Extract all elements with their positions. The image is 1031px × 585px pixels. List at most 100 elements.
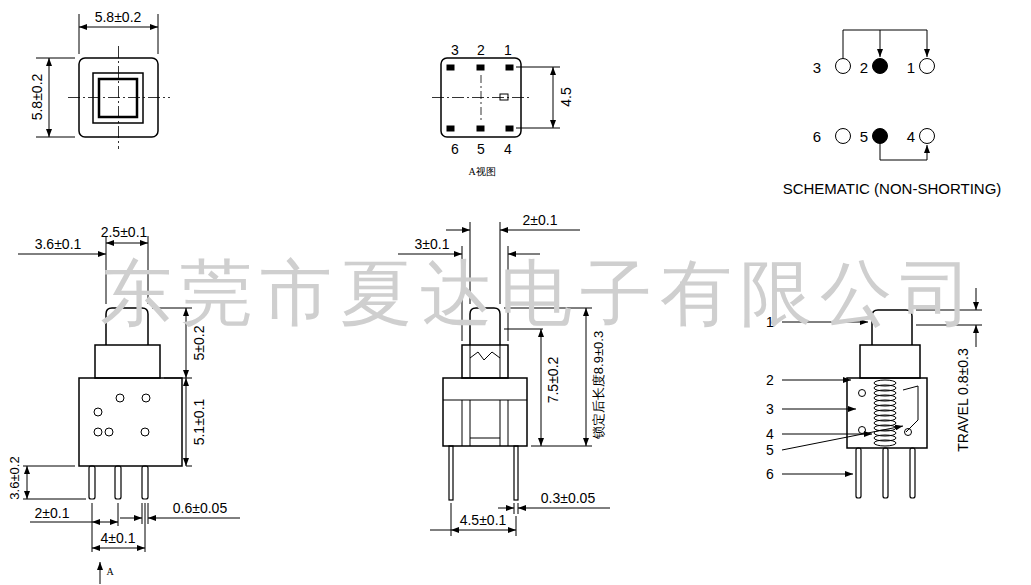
pin-number: 6 bbox=[451, 142, 459, 156]
dimension-lines-part bbox=[142, 503, 143, 524]
dimension-lines-part bbox=[36, 137, 75, 138]
dimension-lines-part bbox=[398, 254, 462, 255]
dimension-lines-part bbox=[164, 378, 192, 379]
pin-number: 1 bbox=[504, 43, 512, 57]
bottom-view-part bbox=[477, 65, 484, 70]
bottom-view bbox=[432, 58, 560, 137]
callout-number: 3 bbox=[766, 402, 774, 416]
dimension-lines-part bbox=[27, 466, 28, 499]
dimension-lines-part bbox=[92, 503, 93, 552]
top-view-part bbox=[93, 73, 143, 123]
bottom-view-part bbox=[500, 94, 508, 100]
dimension-lines-part bbox=[92, 522, 118, 523]
dimension-lines-part bbox=[145, 503, 146, 552]
callout-number: 2 bbox=[766, 373, 774, 387]
front-view-part bbox=[116, 394, 124, 402]
front-view-part bbox=[115, 466, 121, 499]
schematic-symbol-part bbox=[836, 129, 851, 144]
top-view bbox=[68, 46, 170, 149]
front-view-part bbox=[94, 428, 102, 436]
section-view-part bbox=[903, 386, 918, 432]
bottom-view-part bbox=[432, 97, 532, 98]
schematic-symbol bbox=[836, 30, 935, 160]
side-view-part bbox=[470, 352, 500, 360]
bottom-view-part bbox=[481, 75, 482, 120]
side-view-part bbox=[462, 345, 508, 378]
schematic-symbol-part bbox=[873, 59, 888, 74]
pin-number: 6 bbox=[813, 129, 821, 144]
dimension-lines-part bbox=[531, 446, 592, 447]
dimension-lines-part bbox=[518, 508, 610, 509]
section-view-part bbox=[910, 448, 915, 498]
dimension-lines-part bbox=[186, 466, 192, 467]
dimension-label: 3±0.1 bbox=[415, 237, 450, 251]
view-marker: A bbox=[106, 567, 113, 577]
bottom-view-part bbox=[553, 67, 554, 128]
dimension-label: 7.5±0.2 bbox=[546, 357, 560, 404]
side-view-part bbox=[462, 400, 463, 446]
dimension-lines-part bbox=[451, 530, 516, 531]
dimension-lines-part bbox=[30, 522, 92, 523]
dimension-lines-part bbox=[158, 14, 159, 54]
side-view-part bbox=[514, 446, 518, 500]
front-view-part bbox=[105, 428, 113, 436]
front-view-part bbox=[95, 345, 160, 378]
pin-number: 5 bbox=[860, 129, 868, 144]
section-view bbox=[847, 310, 927, 498]
callout-number: 5 bbox=[766, 443, 774, 457]
dimension-lines-part bbox=[451, 503, 452, 536]
front-view-part bbox=[141, 428, 149, 436]
side-view-part bbox=[508, 400, 509, 446]
side-view-part bbox=[470, 400, 471, 446]
section-view-part bbox=[905, 429, 912, 436]
switch-drawing-part bbox=[18, 14, 982, 584]
bottom-view-part bbox=[506, 65, 513, 70]
dimension-lines-part bbox=[23, 466, 75, 467]
dimension-lines-part bbox=[516, 516, 517, 536]
dimension-lines-part bbox=[148, 518, 240, 519]
front-view bbox=[79, 308, 182, 499]
bottom-view-part bbox=[477, 126, 484, 131]
pin-number: 1 bbox=[907, 60, 915, 75]
front-view-part bbox=[79, 378, 182, 466]
schematic-symbol-part bbox=[920, 59, 935, 74]
top-view-part bbox=[99, 79, 137, 117]
dimension-label: 5±0.2 bbox=[192, 326, 206, 361]
pin-number: 5 bbox=[477, 142, 485, 156]
bottom-view-part bbox=[506, 126, 513, 131]
dimension-lines-part bbox=[92, 548, 145, 549]
dimension-lines-part bbox=[18, 254, 106, 255]
pin-number: 2 bbox=[860, 60, 868, 75]
schematic-symbol-part bbox=[836, 59, 851, 74]
leader-lines bbox=[782, 322, 903, 474]
front-view-part bbox=[142, 394, 150, 402]
dimension-lines-part bbox=[49, 58, 50, 137]
section-view-part bbox=[883, 448, 888, 498]
top-view-part bbox=[68, 97, 170, 98]
leader-lines-part bbox=[782, 426, 903, 450]
section-view-part bbox=[847, 378, 927, 448]
dimension-lines-part bbox=[23, 499, 86, 500]
leader-lines-part bbox=[782, 409, 856, 410]
side-view-part bbox=[443, 400, 527, 401]
dimension-label: 4±0.1 bbox=[101, 531, 136, 545]
side-view-part bbox=[500, 345, 501, 378]
pin-number: 3 bbox=[451, 43, 459, 57]
dimension-lines-part bbox=[498, 508, 514, 509]
side-view-part bbox=[449, 446, 453, 500]
schematic-symbol-part bbox=[873, 129, 888, 144]
pin-number: 3 bbox=[813, 60, 821, 75]
dimension-label: TRAVEL 0.8±0.3 bbox=[956, 348, 970, 451]
dimension-label: 4.5±0.1 bbox=[460, 513, 507, 527]
dimension-lines-part bbox=[148, 503, 149, 524]
schematic-symbol-part bbox=[880, 144, 927, 161]
callout-number: 4 bbox=[766, 427, 774, 441]
dimension-label: 4.5 bbox=[559, 87, 573, 106]
dimension-lines-part bbox=[500, 230, 580, 231]
top-view-part bbox=[118, 46, 119, 149]
pin-number: 4 bbox=[907, 129, 915, 144]
dimension-lines-part bbox=[186, 378, 187, 466]
side-view-part bbox=[470, 345, 471, 378]
